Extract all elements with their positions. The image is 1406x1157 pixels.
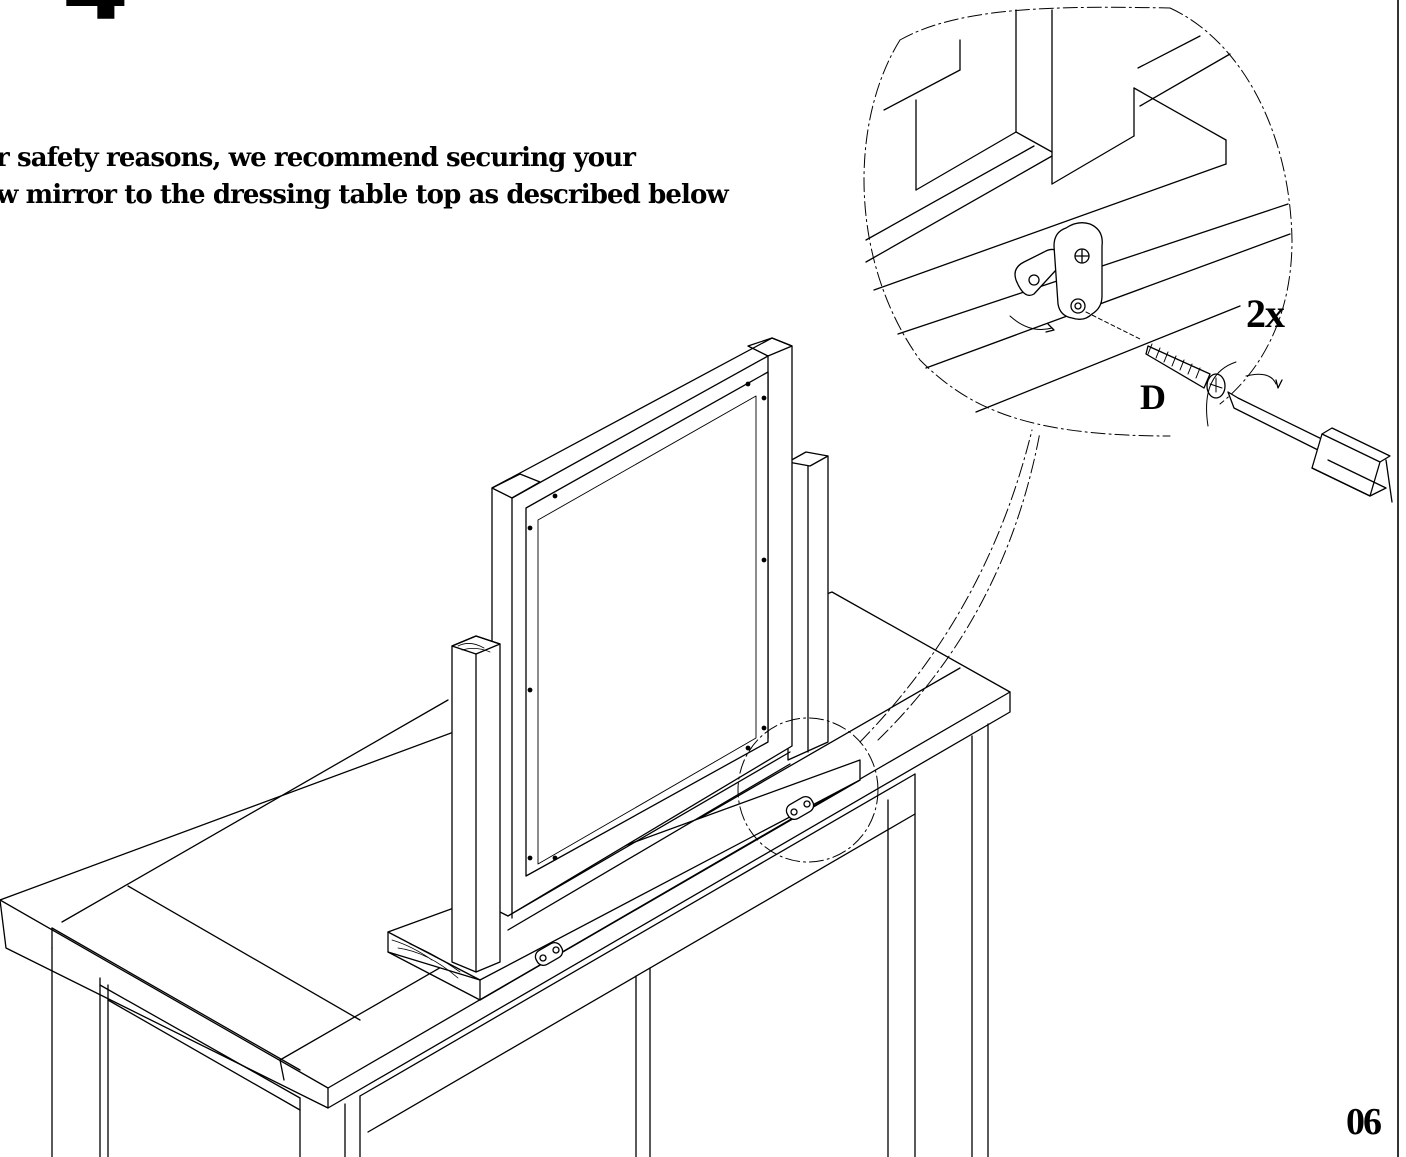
frame-screw-dots	[527, 381, 767, 861]
table-mirror	[387, 337, 861, 1001]
safety-instruction-text: r safety reasons, we recommend securing …	[0, 140, 729, 214]
screw-d	[1145, 343, 1226, 399]
step-number: 4	[62, 0, 129, 34]
bracket-right	[785, 795, 815, 821]
mirror-glass	[525, 371, 769, 877]
detail-zoom	[863, 6, 1393, 503]
instruction-line-1: r safety reasons, we recommend securing …	[0, 143, 636, 173]
screwdriver	[1227, 391, 1393, 503]
detail-leader	[737, 429, 1041, 863]
bracket-left	[534, 941, 564, 967]
instruction-line-2: w mirror to the dressing table top as de…	[0, 180, 729, 210]
part-label: D	[1140, 377, 1166, 417]
page-number: 06	[1346, 1101, 1382, 1143]
quantity-label: 2x	[1246, 291, 1285, 336]
